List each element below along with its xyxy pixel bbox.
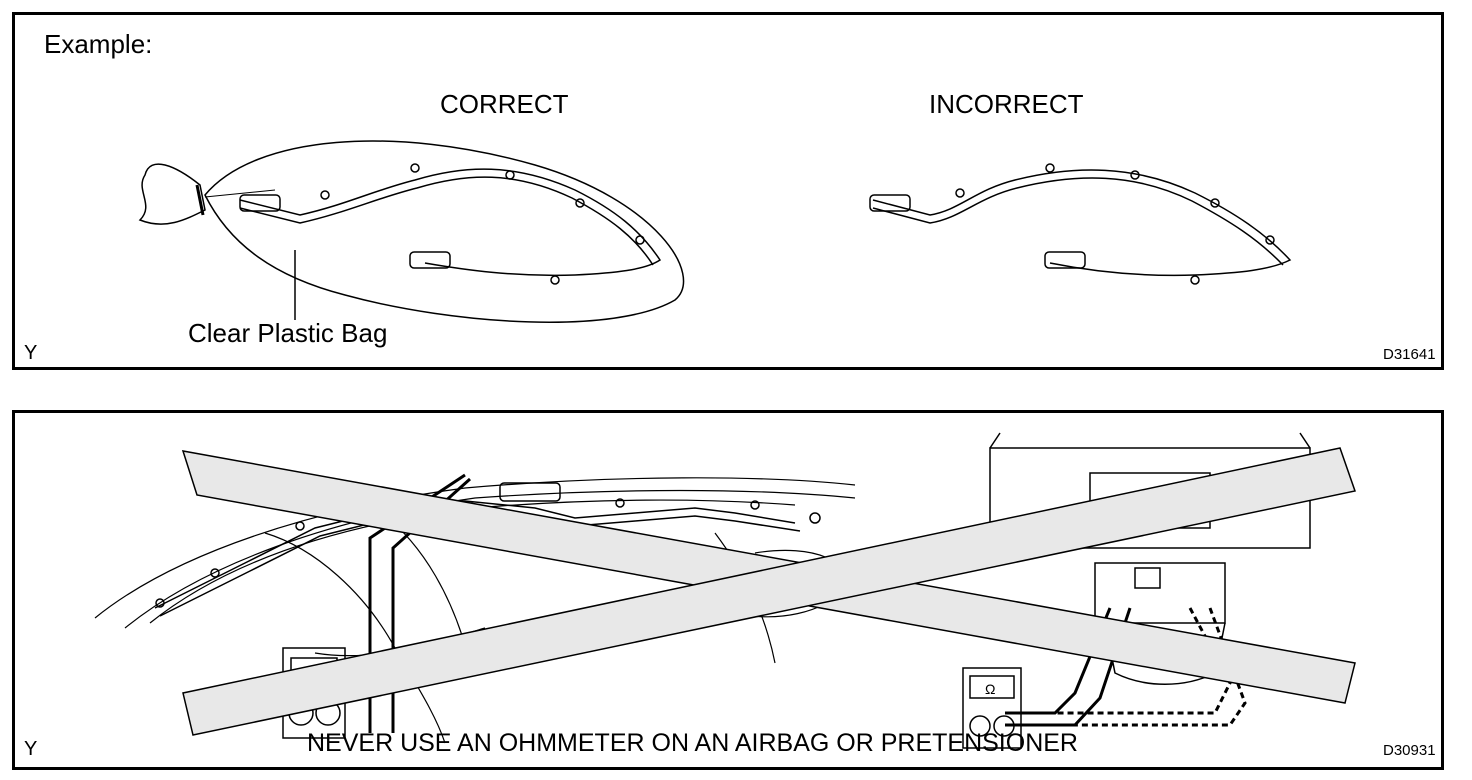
airbag-correct [239, 163, 662, 285]
correct-label: CORRECT [440, 89, 569, 119]
example-label: Example: [44, 29, 153, 59]
incorrect-label: INCORRECT [929, 89, 1084, 119]
clear-plastic-bag [204, 140, 685, 323]
figure-code: D30931 [1383, 742, 1436, 759]
clear-plastic-bag-label: Clear Plastic Bag [188, 318, 388, 348]
warning-illustration: Ω Ω [94, 432, 1356, 749]
corner-mark: Y [24, 342, 38, 364]
figure-code: D31641 [1383, 346, 1436, 363]
example-panel: Example: CORRECT INCORRECT Clear Plastic… [12, 12, 1444, 370]
corner-mark: Y [24, 738, 38, 760]
prohibition-x [181, 447, 1356, 736]
bag-knot [138, 163, 206, 225]
example-illustration [138, 140, 1292, 323]
warning-text: NEVER USE AN OHMMETER ON AN AIRBAG OR PR… [307, 729, 1078, 757]
airbag-incorrect [869, 163, 1292, 285]
warning-panel: Ω Ω NEVER USE AN OHMMET [12, 410, 1444, 770]
ohm-symbol-small: Ω [985, 681, 995, 697]
ohmmeter-right [962, 667, 1022, 749]
